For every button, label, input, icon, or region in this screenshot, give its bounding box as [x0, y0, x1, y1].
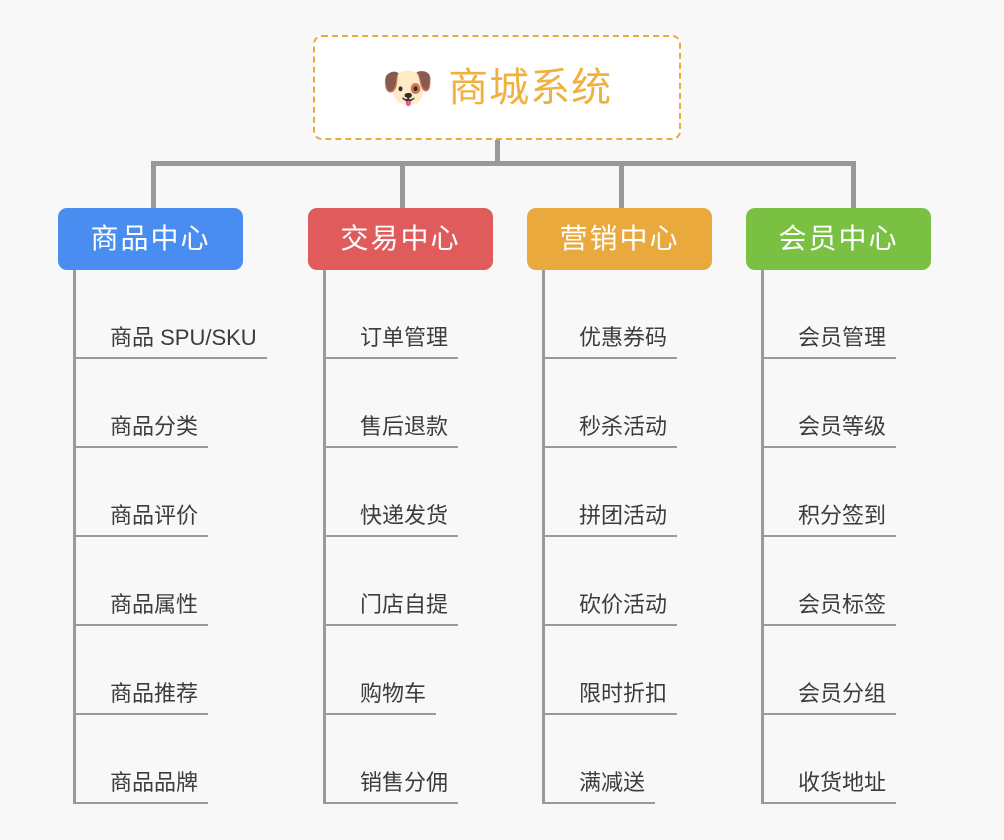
list-item-label: 门店自提: [360, 591, 449, 617]
connector-drop-2: [619, 161, 624, 209]
list-item-label: 销售分佣: [360, 769, 449, 795]
connector-horizontal-bar: [151, 161, 856, 166]
list-item[interactable]: 拼团活动: [545, 448, 747, 537]
category-header-trade-center[interactable]: 交易中心: [308, 208, 493, 270]
list-item[interactable]: 会员管理: [764, 270, 966, 359]
list-item-label: 商品 SPU/SKU: [110, 324, 257, 350]
list-item-label: 积分签到: [798, 502, 887, 528]
list-item-label: 会员管理: [798, 324, 887, 350]
list-item[interactable]: 快递发货: [326, 448, 528, 537]
list-item[interactable]: 订单管理: [326, 270, 528, 359]
list-item-label: 商品属性: [110, 591, 199, 617]
root-node[interactable]: 🐶 商城系统: [313, 35, 681, 140]
list-item[interactable]: 会员标签: [764, 537, 966, 626]
list-item-label: 商品评价: [110, 502, 199, 528]
list-item[interactable]: 销售分佣: [326, 715, 528, 804]
list-item-label: 快递发货: [360, 502, 449, 528]
list-item-label: 售后退款: [360, 413, 449, 439]
list-item[interactable]: 商品分类: [76, 359, 278, 448]
list-item[interactable]: 商品品牌: [76, 715, 278, 804]
connector-drop-3: [851, 161, 856, 209]
category-label: 商品中心: [90, 223, 211, 254]
root-title: 商城系统: [448, 65, 613, 110]
category-header-member-center[interactable]: 会员中心: [746, 208, 931, 270]
list-item[interactable]: 售后退款: [326, 359, 528, 448]
category-label: 会员中心: [778, 223, 899, 254]
leaf-list-marketing-center: 优惠券码 秒杀活动 拼团活动 砍价活动 限时折扣 满减送: [542, 270, 747, 804]
dog-face-icon: 🐶: [381, 63, 435, 111]
list-item-label: 满减送: [579, 769, 646, 795]
list-item[interactable]: 商品推荐: [76, 626, 278, 715]
list-item-label: 商品推荐: [110, 680, 199, 706]
list-item-label: 商品分类: [110, 413, 199, 439]
category-label: 交易中心: [340, 223, 461, 254]
category-header-product-center[interactable]: 商品中心: [58, 208, 243, 270]
list-item-label: 砍价活动: [579, 591, 668, 617]
list-item-label: 会员分组: [798, 680, 887, 706]
list-item[interactable]: 限时折扣: [545, 626, 747, 715]
list-item[interactable]: 门店自提: [326, 537, 528, 626]
list-item[interactable]: 会员等级: [764, 359, 966, 448]
list-item-label: 收货地址: [798, 769, 887, 795]
list-item-label: 限时折扣: [579, 680, 668, 706]
list-item-label: 拼团活动: [579, 502, 668, 528]
category-header-marketing-center[interactable]: 营销中心: [527, 208, 712, 270]
list-item[interactable]: 优惠券码: [545, 270, 747, 359]
list-item[interactable]: 购物车: [326, 626, 528, 715]
list-item[interactable]: 商品评价: [76, 448, 278, 537]
list-item[interactable]: 商品 SPU/SKU: [76, 270, 278, 359]
list-item[interactable]: 收货地址: [764, 715, 966, 804]
leaf-list-product-center: 商品 SPU/SKU 商品分类 商品评价 商品属性 商品推荐 商品品牌: [73, 270, 278, 804]
leaf-list-member-center: 会员管理 会员等级 积分签到 会员标签 会员分组 收货地址: [761, 270, 966, 804]
list-item-label: 商品品牌: [110, 769, 199, 795]
connector-drop-1: [400, 161, 405, 209]
list-item-label: 购物车: [360, 680, 427, 706]
connector-root-stem: [495, 140, 500, 164]
list-item[interactable]: 满减送: [545, 715, 747, 804]
list-item-label: 订单管理: [360, 324, 449, 350]
branch-member-center: 会员中心 会员管理 会员等级 积分签到 会员标签 会员分组 收货地址: [746, 208, 966, 804]
branch-marketing-center: 营销中心 优惠券码 秒杀活动 拼团活动 砍价活动 限时折扣 满减送: [527, 208, 747, 804]
connector-drop-0: [151, 161, 156, 209]
leaf-list-trade-center: 订单管理 售后退款 快递发货 门店自提 购物车 销售分佣: [323, 270, 528, 804]
list-item-label: 会员等级: [798, 413, 887, 439]
list-item[interactable]: 砍价活动: [545, 537, 747, 626]
list-item-label: 优惠券码: [579, 324, 668, 350]
branch-product-center: 商品中心 商品 SPU/SKU 商品分类 商品评价 商品属性 商品推荐 商品品牌: [58, 208, 278, 804]
list-item[interactable]: 商品属性: [76, 537, 278, 626]
branch-trade-center: 交易中心 订单管理 售后退款 快递发货 门店自提 购物车 销售分佣: [308, 208, 528, 804]
list-item[interactable]: 积分签到: [764, 448, 966, 537]
list-item-label: 会员标签: [798, 591, 887, 617]
category-label: 营销中心: [559, 223, 680, 254]
list-item[interactable]: 会员分组: [764, 626, 966, 715]
list-item[interactable]: 秒杀活动: [545, 359, 747, 448]
list-item-label: 秒杀活动: [579, 413, 668, 439]
